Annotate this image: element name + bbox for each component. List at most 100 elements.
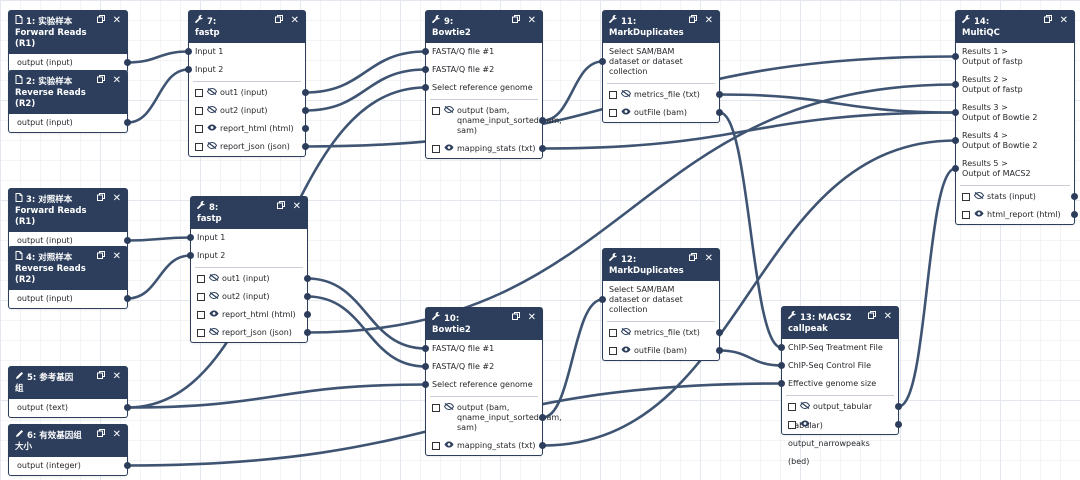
output-terminal[interactable] <box>895 403 902 410</box>
output-terminal[interactable] <box>302 107 309 114</box>
eye-slash-icon[interactable] <box>206 138 218 156</box>
copy-icon[interactable] <box>1043 15 1052 26</box>
copy-icon[interactable] <box>274 15 283 26</box>
eye-icon[interactable] <box>444 140 454 158</box>
eye-icon[interactable] <box>974 206 984 224</box>
output-terminal[interactable] <box>716 347 723 354</box>
input-terminal[interactable] <box>187 252 194 259</box>
input-port-row[interactable]: Results 2 > Output of fastp <box>952 71 1074 99</box>
output-terminal[interactable] <box>124 237 131 244</box>
output-terminal[interactable] <box>124 404 131 411</box>
output-port-row[interactable]: report_html (html) <box>189 120 309 138</box>
output-terminal[interactable] <box>304 275 311 282</box>
close-icon[interactable]: ✕ <box>704 15 713 26</box>
output-port-row[interactable]: report_json (json) <box>191 324 311 342</box>
copy-icon[interactable] <box>688 15 697 26</box>
output-port-row[interactable]: outFile (bam) <box>603 104 723 122</box>
close-icon[interactable]: ✕ <box>112 371 121 382</box>
node-header[interactable]: 4: 对照样本 Reverse Reads (R2)✕ <box>9 247 127 290</box>
eye-slash-icon[interactable] <box>620 324 632 342</box>
input-terminal[interactable] <box>952 165 959 172</box>
node-n2[interactable]: 2: 实验样本 Reverse Reads (R2)✕output (input… <box>8 70 131 133</box>
eye-slash-icon[interactable] <box>208 324 220 342</box>
output-terminal[interactable] <box>302 125 309 132</box>
input-terminal[interactable] <box>422 48 429 55</box>
eye-icon[interactable] <box>207 120 217 138</box>
output-port-row[interactable]: metrics_file (txt) <box>603 86 723 104</box>
input-port-row[interactable]: Select SAM/BAM dataset or dataset collec… <box>599 43 719 81</box>
output-port-row[interactable]: output (integer) <box>9 457 131 475</box>
copy-icon[interactable] <box>96 371 105 382</box>
output-port-row[interactable]: out1 (input) <box>189 84 309 102</box>
input-port-row[interactable]: ChIP-Seq Treatment File <box>778 339 898 357</box>
checkbox[interactable] <box>609 109 617 117</box>
checkbox[interactable] <box>195 143 203 151</box>
output-port-row[interactable]: output (input) <box>9 290 131 308</box>
node-header[interactable]: 7: fastp✕ <box>189 11 305 43</box>
output-terminal[interactable] <box>716 329 723 336</box>
output-port-row[interactable]: output (bam, qname_input_sorted.bam, sam… <box>426 102 562 140</box>
input-terminal[interactable] <box>422 381 429 388</box>
input-terminal[interactable] <box>952 137 959 144</box>
input-port-row[interactable]: Input 1 <box>185 43 305 61</box>
close-icon[interactable]: ✕ <box>112 193 121 204</box>
node-header[interactable]: 12: MarkDuplicates✕ <box>603 249 719 281</box>
checkbox[interactable] <box>609 329 617 337</box>
input-terminal[interactable] <box>187 234 194 241</box>
output-terminal[interactable] <box>1071 211 1078 218</box>
copy-icon[interactable] <box>511 15 520 26</box>
input-port-row[interactable]: FASTA/Q file #1 <box>422 43 542 61</box>
copy-icon[interactable] <box>96 429 105 440</box>
eye-slash-icon[interactable] <box>208 270 220 288</box>
eye-slash-icon[interactable] <box>973 188 985 206</box>
eye-slash-icon[interactable] <box>799 398 811 416</box>
output-terminal[interactable] <box>304 293 311 300</box>
input-port-row[interactable]: FASTA/Q file #2 <box>422 358 542 376</box>
node-header[interactable]: 2: 实验样本 Reverse Reads (R2)✕ <box>9 71 127 114</box>
input-port-row[interactable]: Select SAM/BAM dataset or dataset collec… <box>599 281 719 319</box>
output-port-row[interactable]: output_narrowpeaks (bed) <box>782 416 902 466</box>
checkbox[interactable] <box>195 107 203 115</box>
input-terminal[interactable] <box>778 344 785 351</box>
output-port-row[interactable]: report_html (html) <box>191 306 311 324</box>
output-port-row[interactable]: output (input) <box>9 114 131 132</box>
input-terminal[interactable] <box>952 81 959 88</box>
close-icon[interactable]: ✕ <box>1059 15 1068 26</box>
input-port-row[interactable]: FASTA/Q file #1 <box>422 340 542 358</box>
close-icon[interactable]: ✕ <box>292 201 301 212</box>
node-n11[interactable]: 11: MarkDuplicates✕Select SAM/BAM datase… <box>599 10 723 123</box>
output-terminal[interactable] <box>716 109 723 116</box>
output-port-row[interactable]: output_tabular (tabular) <box>782 398 902 430</box>
node-header[interactable]: 1: 实验样本 Forward Reads (R1)✕ <box>9 11 127 54</box>
close-icon[interactable]: ✕ <box>112 251 121 262</box>
checkbox[interactable] <box>962 193 970 201</box>
input-port-row[interactable]: Input 2 <box>187 247 307 265</box>
input-terminal[interactable] <box>185 66 192 73</box>
checkbox[interactable] <box>195 125 203 133</box>
close-icon[interactable]: ✕ <box>112 75 121 86</box>
checkbox[interactable] <box>788 403 796 411</box>
output-port-row[interactable]: outFile (bam) <box>603 342 723 360</box>
output-port-row[interactable]: out2 (input) <box>189 102 309 120</box>
checkbox[interactable] <box>197 293 205 301</box>
output-terminal[interactable] <box>716 91 723 98</box>
node-header[interactable]: 6: 有效基因组大小✕ <box>9 425 127 457</box>
eye-slash-icon[interactable] <box>620 86 632 104</box>
copy-icon[interactable] <box>276 201 285 212</box>
output-port-row[interactable]: report_json (json) <box>189 138 309 156</box>
checkbox[interactable] <box>432 107 440 115</box>
eye-icon[interactable] <box>621 104 631 122</box>
output-terminal[interactable] <box>539 442 546 449</box>
output-terminal[interactable] <box>895 421 902 428</box>
node-header[interactable]: 10: Bowtie2✕ <box>426 308 542 340</box>
eye-slash-icon[interactable] <box>206 102 218 120</box>
eye-slash-icon[interactable] <box>206 84 218 102</box>
copy-icon[interactable] <box>96 193 105 204</box>
checkbox[interactable] <box>609 347 617 355</box>
close-icon[interactable]: ✕ <box>527 312 536 323</box>
output-port-row[interactable]: out1 (input) <box>191 270 311 288</box>
output-port-row[interactable]: mapping_stats (txt) <box>426 437 546 455</box>
input-port-row[interactable]: Input 1 <box>187 229 307 247</box>
